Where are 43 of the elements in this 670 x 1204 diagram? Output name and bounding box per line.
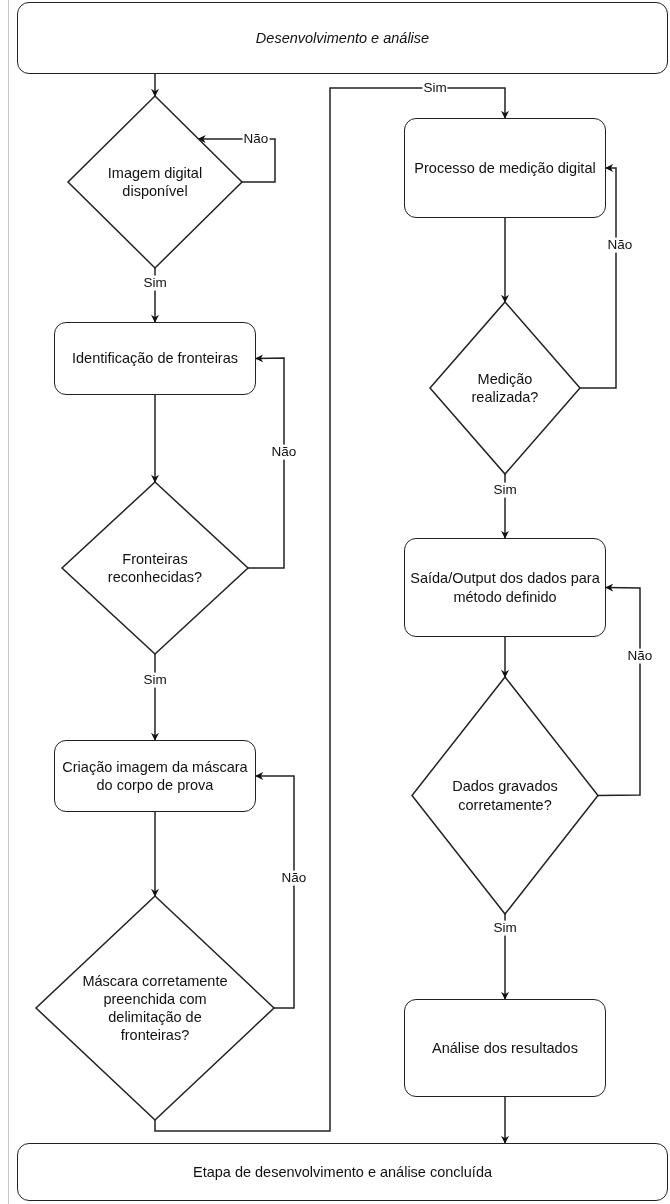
process-box: [17, 1143, 668, 1201]
edge-label: Não: [606, 237, 634, 253]
node-text: Dados gravados corretamente?: [451, 777, 559, 814]
arrow: [579, 164, 617, 389]
decision-diamond: [62, 482, 248, 654]
node-text: Processo de medição digital: [414, 158, 596, 178]
decision-diamond: [68, 96, 242, 268]
arrow: [247, 354, 285, 569]
process-box: [54, 322, 256, 395]
process-box: [54, 740, 256, 812]
edge-label: Sim: [492, 920, 518, 936]
edge-label: Não: [280, 870, 308, 886]
node-text: Imagem digital disponível: [106, 163, 204, 201]
decision-diamond: [36, 896, 274, 1120]
process-box: [404, 118, 606, 218]
arrow: [154, 87, 509, 1132]
node-text: Medição realizada?: [470, 369, 540, 407]
arrow: [501, 217, 509, 303]
node-text: Desenvolvimento e análise: [255, 28, 430, 48]
arrow: [597, 583, 641, 797]
arrow: [151, 394, 159, 483]
node-text: Criação imagem da máscara do corpo de prova: [61, 757, 249, 795]
node-text: Identificação de fronteiras: [71, 349, 238, 368]
node-text: Etapa de desenvolvimento e análise concluída: [192, 1162, 493, 1182]
arrow: [255, 772, 295, 1009]
arrow: [151, 73, 159, 97]
edge-label: Não: [270, 444, 298, 460]
arrow: [501, 1096, 509, 1144]
node-text: Análise dos resultados: [432, 1038, 578, 1058]
node-text: Máscara corretamente preenchida com delimitação de fronteiras?: [81, 971, 229, 1045]
process-box: [404, 538, 606, 637]
edge-label: Não: [626, 648, 654, 664]
arrow: [501, 636, 509, 678]
decision-diamond: [430, 302, 580, 474]
process-box: [17, 2, 668, 74]
arrow: [151, 811, 159, 897]
edge-label: Sim: [142, 672, 168, 688]
edge-label: Sim: [142, 275, 168, 291]
node-text: Saída/Output dos dados para método definido: [410, 569, 600, 606]
node-text: Fronteiras reconhecidas?: [106, 549, 204, 587]
process-box: [404, 999, 606, 1097]
decision-diamond: [412, 677, 598, 914]
edge-label: Sim: [492, 482, 518, 498]
